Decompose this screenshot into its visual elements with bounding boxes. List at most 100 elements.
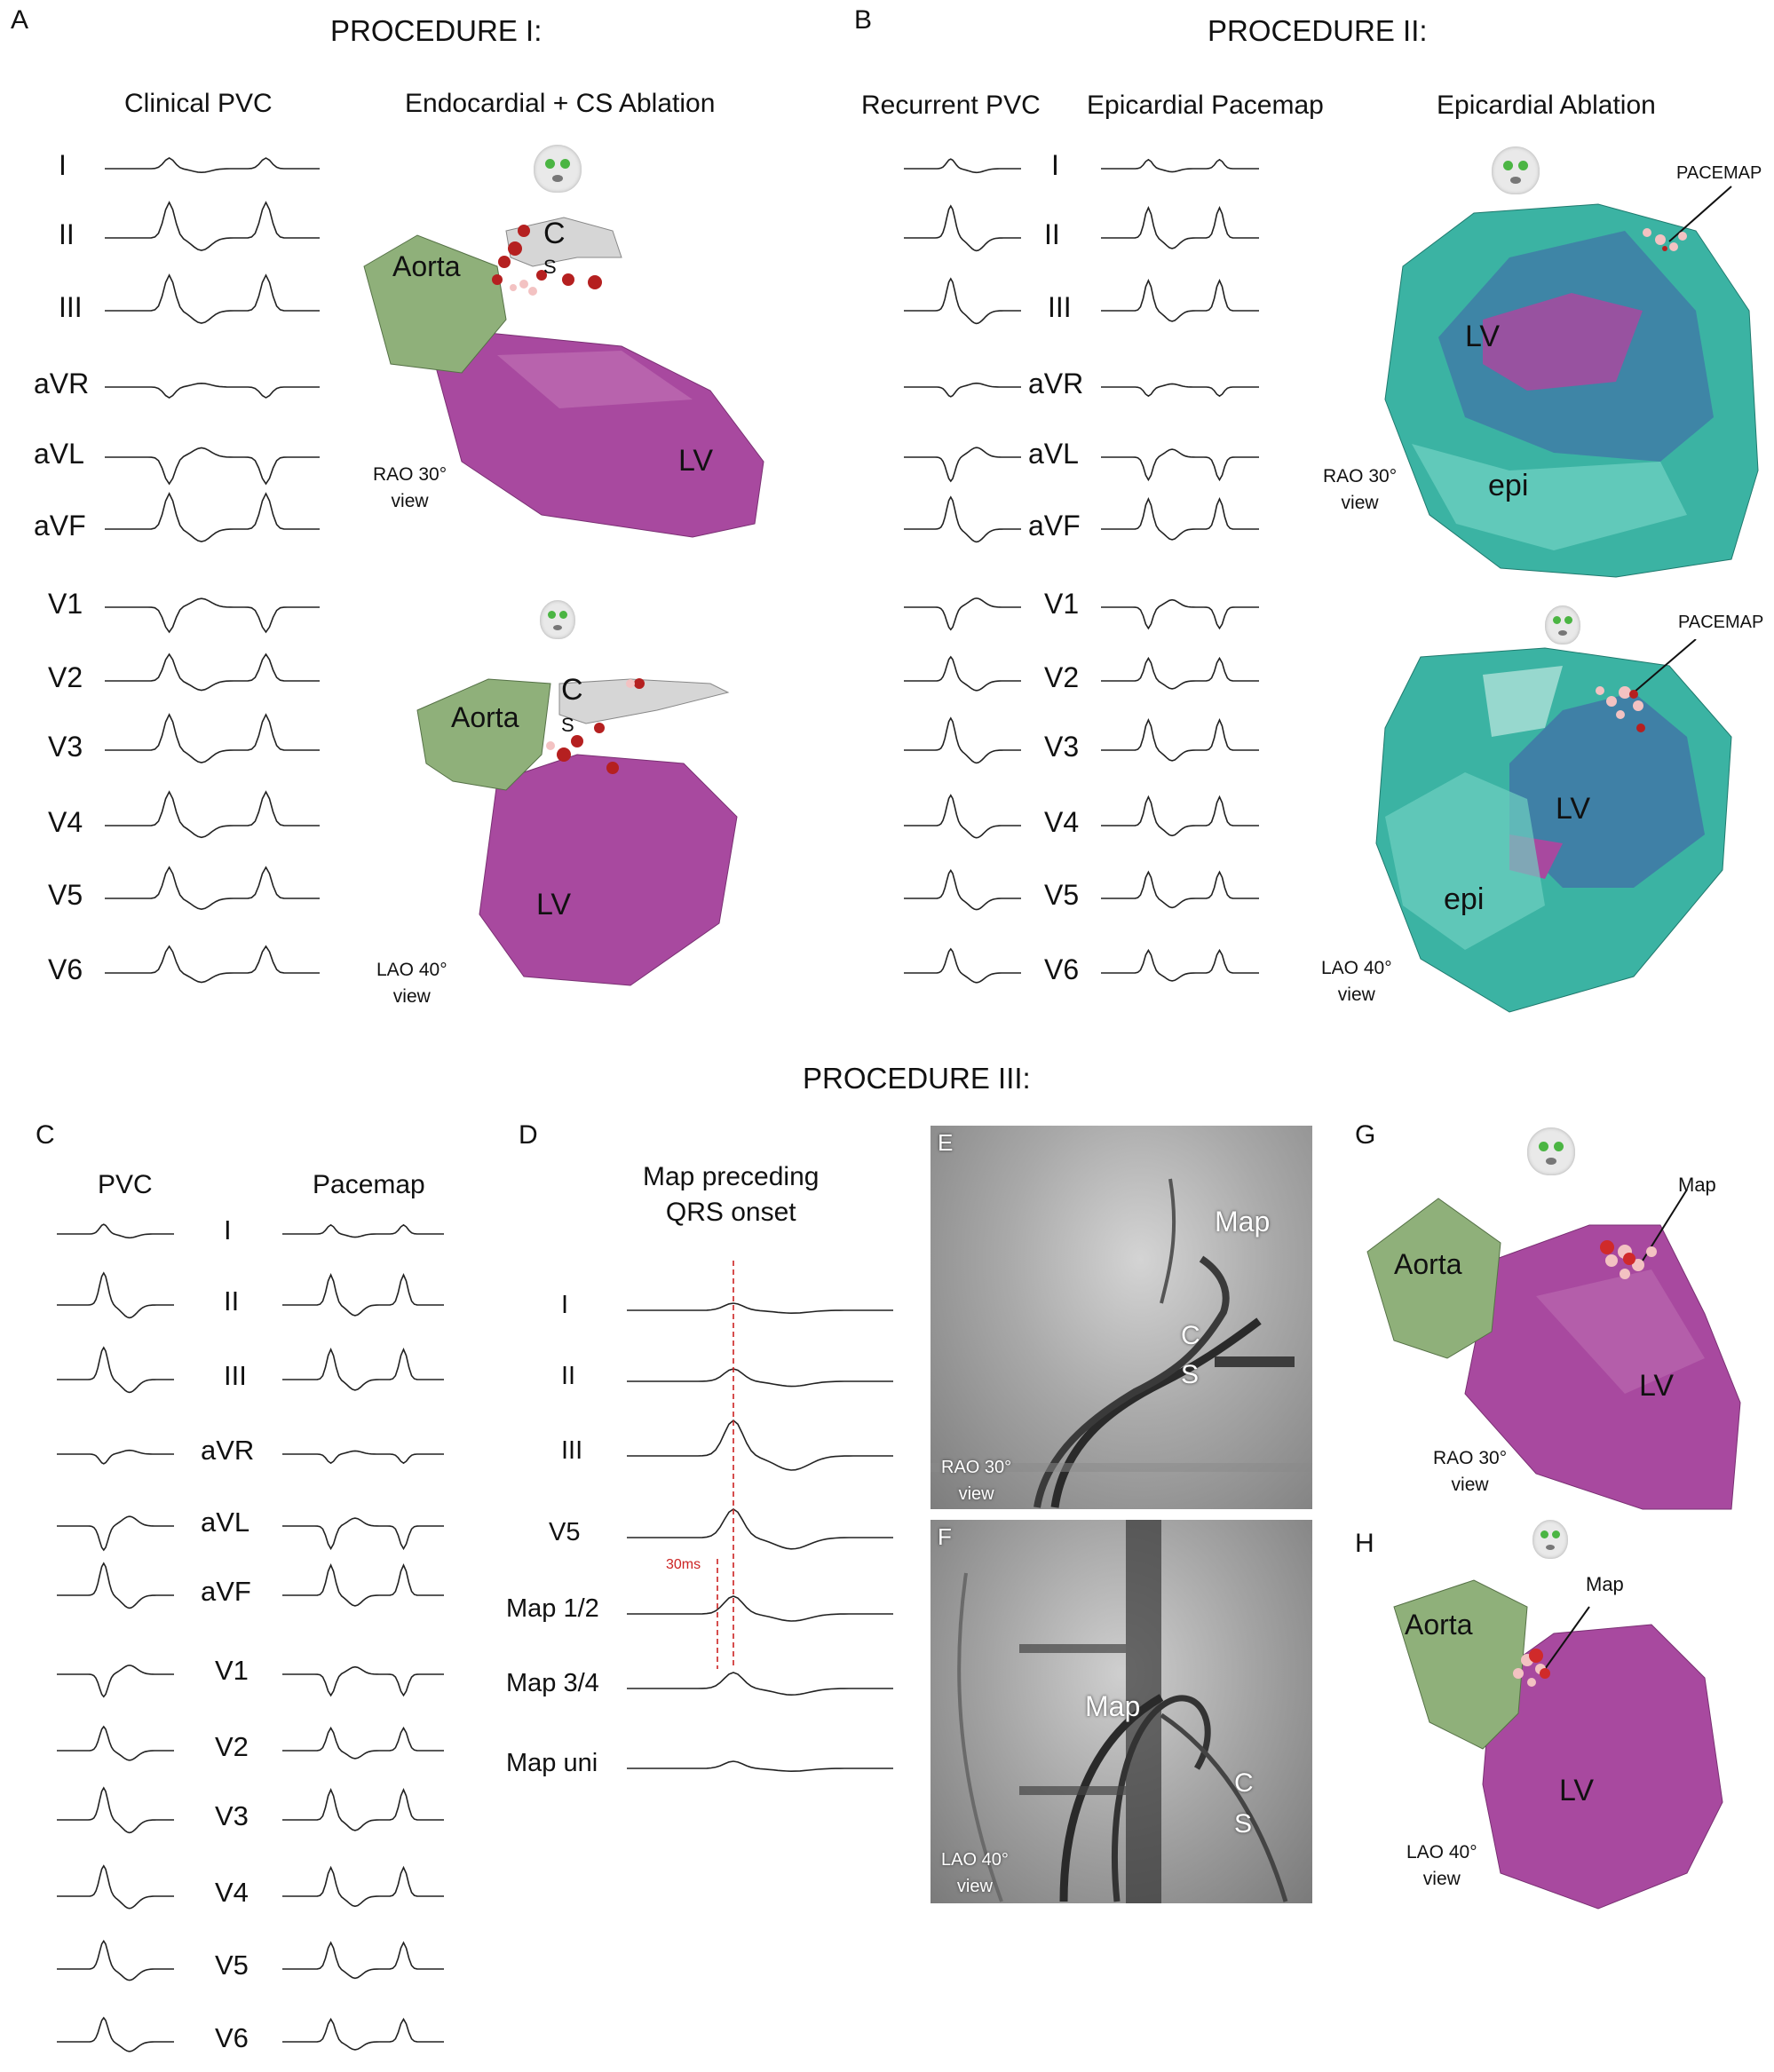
face-orientation-icon (1492, 146, 1540, 194)
view-label-rao: RAO 30°view (373, 464, 447, 511)
lead-label-a-11: V6 (48, 953, 83, 985)
view-label-lao: LAO 40°view (1321, 958, 1392, 1005)
ecg-trace-epicardial-pacemap (1101, 158, 1259, 173)
mesh-label-lv: LV (1465, 320, 1501, 353)
ecg-trace-pvc (57, 1346, 174, 1394)
face-orientation-icon (1527, 1127, 1575, 1175)
panel-label-b: B (854, 5, 873, 35)
ecg-trace-epicardial-pacemap (1101, 205, 1259, 249)
ecg-trace-epicardial-pacemap (1101, 795, 1259, 837)
panel-label-d: D (519, 1120, 538, 1150)
lead-label-c-10: V5 (215, 1949, 249, 1981)
ecg-trace-clinical-pvc (105, 492, 320, 542)
mesh-label-aorta: Aorta (392, 250, 461, 282)
fluoro-label-c: C (1181, 1321, 1200, 1350)
mesh-label-lv: LV (1559, 1774, 1595, 1807)
lead-label-a-2: III (59, 291, 83, 323)
lead-label-c-6: V1 (215, 1655, 249, 1686)
ecg-trace-map-preceding (627, 1672, 893, 1696)
lead-label-b-6: V1 (1044, 588, 1080, 620)
ecg-trace-clinical-pvc (105, 273, 320, 324)
ecg-trace-clinical-pvc (105, 866, 320, 911)
ecg-trace-recurrent-pvc (904, 947, 1021, 984)
ecg-trace-recurrent-pvc (904, 447, 1021, 483)
ecg-trace-recurrent-pvc (904, 204, 1021, 252)
ecg-trace-pvc (57, 1271, 174, 1319)
ecg-trace-pacemap (282, 1517, 444, 1551)
ecg-trace-clinical-pvc (105, 713, 320, 763)
lead-label-b-9: V4 (1044, 806, 1080, 838)
lead-label-b-10: V5 (1044, 879, 1080, 911)
lead-label-a-7: V2 (48, 661, 83, 693)
ecg-trace-pvc (57, 2016, 174, 2052)
lead-label-d-4: Map 1/2 (506, 1594, 599, 1623)
panel-label-f: F (938, 1523, 952, 1550)
ecg-trace-recurrent-pvc (904, 869, 1021, 911)
panel-label-e: E (938, 1129, 954, 1156)
ecg-trace-map-preceding (627, 1508, 893, 1550)
ecg-trace-epicardial-pacemap (1101, 448, 1259, 482)
lead-label-c-11: V6 (215, 2022, 249, 2053)
header-recurrent-pvc: Recurrent PVC (861, 91, 1041, 120)
ecg-trace-pacemap (282, 1787, 444, 1831)
lead-label-a-4: aVL (34, 438, 84, 470)
ecg-trace-epicardial-pacemap (1101, 278, 1259, 322)
ecg-trace-recurrent-pvc (904, 158, 1021, 174)
face-orientation-icon (534, 145, 582, 193)
lead-label-c-9: V4 (215, 1877, 249, 1908)
ecg-trace-pacemap (282, 1272, 444, 1317)
ecg-trace-pvc (57, 1665, 174, 1698)
ecg-trace-pacemap (282, 1665, 444, 1697)
lead-label-c-8: V3 (215, 1800, 249, 1831)
lead-label-c-0: I (224, 1214, 232, 1246)
mesh-label-lv: LV (1556, 792, 1591, 826)
lead-label-a-6: V1 (48, 588, 83, 620)
ecg-trace-recurrent-pvc (904, 382, 1021, 398)
lead-label-a-0: I (59, 149, 67, 181)
fluoroscopy-rao: E Map C S RAO 30°view (931, 1126, 1312, 1509)
panel-label-g: G (1355, 1120, 1376, 1150)
fluoro-label-map: Map (1085, 1690, 1141, 1722)
lead-label-a-3: aVR (34, 368, 90, 399)
ecg-trace-pacemap (282, 1865, 444, 1908)
endo-cs-mesh-lao (416, 678, 738, 986)
ecg-trace-map-preceding (627, 1302, 893, 1315)
epicardial-mesh-lao (1375, 639, 1732, 1013)
ecg-trace-recurrent-pvc (904, 716, 1021, 764)
ecg-trace-pvc (57, 1223, 174, 1239)
mesh-label-pacemap: PACEMAP (1676, 163, 1762, 183)
ecg-trace-clinical-pvc (105, 447, 320, 486)
face-orientation-icon (1532, 1520, 1568, 1559)
lead-label-d-6: Map uni (506, 1749, 598, 1777)
lead-label-c-2: III (224, 1360, 247, 1391)
lead-label-a-9: V4 (48, 806, 83, 838)
ecg-trace-pacemap (282, 1941, 444, 1980)
fluoro-label-map: Map (1215, 1206, 1271, 1238)
fluoro-label-s: S (1234, 1809, 1253, 1839)
ecg-trace-pacemap (282, 1347, 444, 1391)
header-pacemap: Pacemap (313, 1170, 425, 1199)
ecg-trace-pacemap (282, 1223, 444, 1238)
ecg-trace-epicardial-pacemap (1101, 717, 1259, 762)
lead-label-a-1: II (59, 218, 75, 250)
lead-label-c-5: aVF (201, 1576, 251, 1607)
face-orientation-icon (540, 600, 575, 639)
fluoroscopy-lao: F Map C S LAO 40°view (931, 1520, 1312, 1903)
lead-label-a-5: aVF (34, 510, 86, 542)
ecg-trace-pacemap (282, 1450, 444, 1465)
mesh-label-lv: LV (536, 888, 572, 921)
panel-label-a: A (11, 5, 29, 35)
ecg-trace-pvc (57, 1515, 174, 1552)
ecg-trace-pacemap (282, 2017, 444, 2051)
ecg-trace-clinical-pvc (105, 201, 320, 251)
mesh-label-aorta: Aorta (1405, 1609, 1473, 1641)
ecg-trace-recurrent-pvc (904, 277, 1021, 325)
mesh-label-aorta: Aorta (451, 701, 519, 733)
ecg-trace-epicardial-pacemap (1101, 598, 1259, 630)
mesh-label-lv: LV (678, 444, 714, 478)
ecg-trace-clinical-pvc (105, 382, 320, 399)
lead-label-c-1: II (224, 1285, 240, 1317)
ecg-trace-map-preceding (627, 1760, 893, 1773)
